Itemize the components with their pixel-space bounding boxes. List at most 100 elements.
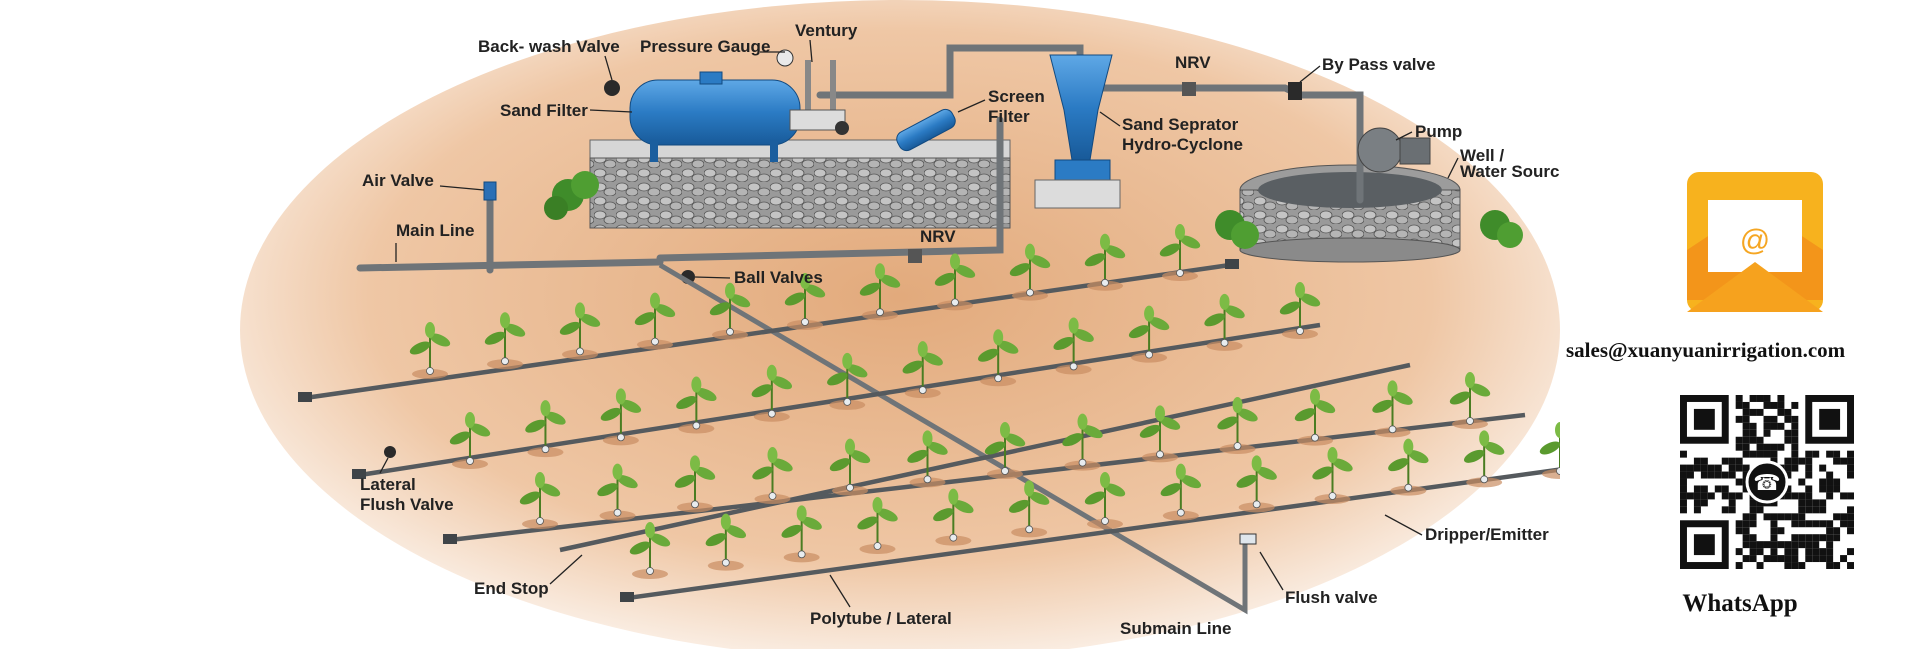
plant bbox=[1294, 388, 1336, 446]
plant bbox=[1009, 243, 1051, 301]
label-end-stop: End Stop bbox=[474, 579, 549, 598]
bush-right-1 bbox=[1215, 210, 1259, 249]
label-sand-separator-1: Sand Seprator bbox=[1122, 115, 1239, 134]
plant bbox=[1449, 372, 1491, 429]
plant bbox=[902, 341, 943, 399]
email-envelope-icon: @ bbox=[1687, 172, 1823, 312]
plant bbox=[1053, 317, 1094, 375]
soil-ground bbox=[240, 0, 1560, 649]
labels: Back- wash Valve Pressure Gauge Ventury … bbox=[360, 21, 1560, 638]
plant bbox=[781, 505, 822, 563]
plant bbox=[1388, 438, 1429, 496]
plant bbox=[827, 352, 868, 410]
screen-filter bbox=[896, 108, 956, 152]
nrv-bottom-icon bbox=[908, 249, 922, 263]
plant bbox=[1539, 422, 1560, 479]
plant bbox=[634, 292, 676, 350]
plant bbox=[1204, 293, 1245, 351]
plant bbox=[752, 447, 793, 504]
contact-graphics: @ ☎ bbox=[1674, 172, 1860, 575]
plant bbox=[1139, 405, 1181, 463]
plant bbox=[525, 400, 566, 458]
plant bbox=[1236, 455, 1277, 513]
plant bbox=[1084, 472, 1126, 529]
end-stops bbox=[298, 259, 1239, 602]
plant bbox=[676, 376, 717, 434]
label-pump: Pump bbox=[1415, 122, 1462, 141]
plant bbox=[1159, 224, 1201, 281]
label-pressure-gauge: Pressure Gauge bbox=[640, 37, 770, 56]
sand-filter-tank bbox=[629, 71, 801, 162]
pump bbox=[1357, 127, 1431, 173]
plant bbox=[1279, 282, 1321, 339]
plant bbox=[1160, 463, 1202, 521]
svg-text:☎: ☎ bbox=[1753, 471, 1780, 496]
label-polytube: Polytube / Lateral bbox=[810, 609, 952, 628]
plant bbox=[409, 322, 451, 379]
plant bbox=[829, 438, 871, 496]
plant bbox=[1312, 447, 1353, 504]
plant bbox=[674, 455, 716, 513]
venturi-assembly bbox=[776, 49, 849, 135]
bypass-valve-icon bbox=[1288, 82, 1302, 100]
plants bbox=[409, 224, 1560, 579]
label-flush-valve: Flush valve bbox=[1285, 588, 1378, 607]
label-main-line: Main Line bbox=[396, 221, 474, 240]
plant bbox=[857, 497, 898, 554]
lateral-flush-valve-icon bbox=[384, 446, 396, 458]
well bbox=[1239, 164, 1461, 263]
plant bbox=[933, 488, 974, 546]
label-lateral-flush-2: Flush Valve bbox=[360, 495, 454, 514]
email-address[interactable]: sales@xuanyuanirrigation.com bbox=[1566, 338, 1846, 362]
hydrocyclone bbox=[1034, 54, 1121, 209]
label-nrv-bottom: NRV bbox=[920, 227, 956, 246]
label-screen-filter-2: Filter bbox=[988, 107, 1030, 126]
label-sand-filter: Sand Filter bbox=[500, 101, 588, 120]
plant bbox=[597, 463, 638, 521]
plant bbox=[629, 522, 671, 579]
label-submain: Submain Line bbox=[1120, 619, 1231, 638]
label-screen-filter-1: Screen bbox=[988, 87, 1045, 106]
plant bbox=[1128, 305, 1170, 363]
plant bbox=[519, 472, 561, 529]
label-well-1: Well / bbox=[1460, 146, 1504, 165]
backwash-valve-icon bbox=[604, 80, 620, 96]
label-dripper: Dripper/Emitter bbox=[1425, 525, 1549, 544]
plant bbox=[907, 430, 948, 488]
plant bbox=[934, 253, 976, 311]
header-pipes bbox=[356, 44, 1364, 274]
plant bbox=[1062, 413, 1103, 471]
label-lateral-flush-1: Lateral bbox=[360, 475, 416, 494]
plant bbox=[709, 282, 751, 340]
flush-valve-icon bbox=[1239, 533, 1257, 545]
label-sand-separator-2: Hydro-Cyclone bbox=[1122, 135, 1243, 154]
plant bbox=[859, 263, 901, 321]
svg-text:@: @ bbox=[1740, 224, 1770, 257]
plant bbox=[1084, 233, 1126, 291]
drip-irrigation-diagram: Back- wash Valve Pressure Gauge Ventury … bbox=[240, 0, 1560, 649]
plant bbox=[977, 329, 1019, 387]
whatsapp-label: WhatsApp bbox=[1682, 590, 1798, 617]
plant bbox=[751, 364, 793, 422]
plant bbox=[705, 513, 747, 571]
plant bbox=[559, 302, 601, 360]
plant bbox=[1372, 380, 1413, 438]
plant bbox=[1008, 480, 1050, 538]
plant bbox=[449, 412, 491, 469]
contact-panel: @ ☎ sales@xuanyuanirrigation.com WhatsAp… bbox=[1560, 0, 1920, 649]
plant bbox=[784, 273, 826, 330]
nrv-top-icon bbox=[1182, 82, 1196, 96]
label-backwash-valve: Back- wash Valve bbox=[478, 37, 620, 56]
plant bbox=[984, 422, 1026, 479]
label-nrv-top: NRV bbox=[1175, 53, 1211, 72]
label-bypass-valve: By Pass valve bbox=[1322, 55, 1435, 74]
plant bbox=[484, 312, 526, 370]
bush-left bbox=[544, 171, 599, 220]
plant bbox=[1463, 430, 1505, 488]
label-well-2: Water Source bbox=[1460, 162, 1560, 181]
whatsapp-qr-code-icon: ☎ bbox=[1674, 389, 1860, 575]
plant bbox=[1217, 397, 1258, 454]
label-air-valve: Air Valve bbox=[362, 171, 434, 190]
bush-right-2 bbox=[1480, 210, 1523, 248]
plant bbox=[600, 388, 642, 446]
